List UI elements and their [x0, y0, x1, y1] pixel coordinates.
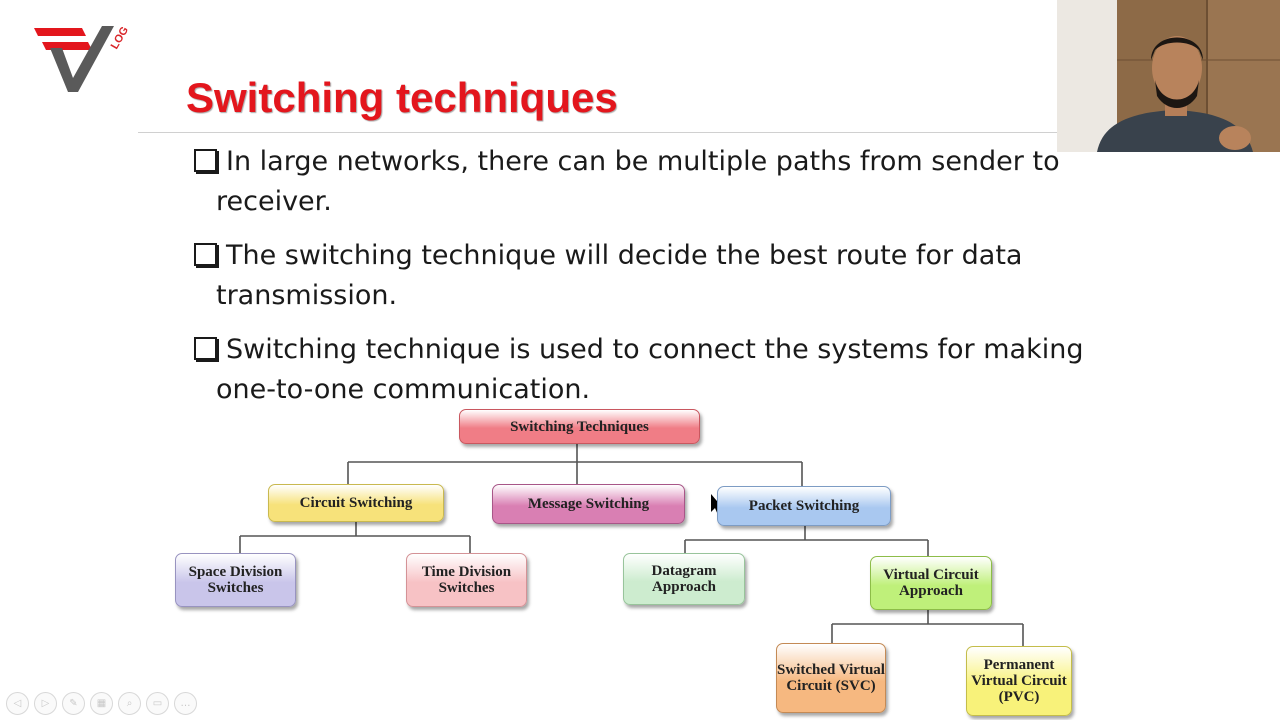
slides-icon[interactable]: ▦: [90, 692, 113, 715]
more-icon[interactable]: …: [174, 692, 197, 715]
node-circuit-switching: Circuit Switching: [268, 484, 444, 522]
node-virtual-circuit-approach: Virtual Circuit Approach: [870, 556, 992, 610]
node-switched-virtual-circuit: Switched Virtual Circuit (SVC): [776, 643, 886, 713]
slide-title: Switching techniques: [186, 74, 618, 121]
bullet-line: one-to-one communication.: [216, 374, 591, 405]
node-switching-techniques: Switching Techniques: [459, 409, 700, 444]
bullet-line: In large networks, there can be multiple…: [226, 146, 1060, 177]
presenter-video-icon: [1057, 0, 1280, 152]
bullet-item: The switching technique will decide the …: [192, 236, 1192, 316]
presenter-webcam: [1057, 0, 1280, 152]
next-icon[interactable]: ▷: [34, 692, 57, 715]
subtitle-icon[interactable]: ▭: [146, 692, 169, 715]
bullet-line: Switching technique is used to connect t…: [226, 334, 1084, 365]
checkbox-bullet-icon: [194, 337, 217, 360]
brand-logo: [30, 22, 140, 97]
cursor-icon: [711, 494, 722, 515]
node-time-division-switches: Time Division Switches: [406, 553, 527, 607]
presentation-toolbar: ◁ ▷ ✎ ▦ ⌕ ▭ …: [6, 692, 197, 715]
node-packet-switching: Packet Switching: [717, 486, 891, 526]
checkbox-bullet-icon: [194, 243, 217, 266]
bullet-line: The switching technique will decide the …: [226, 240, 1023, 271]
bullet-item: Switching technique is used to connect t…: [192, 330, 1192, 410]
node-permanent-virtual-circuit: Permanent Virtual Circuit (PVC): [966, 646, 1072, 716]
checkbox-bullet-icon: [194, 149, 217, 172]
pen-icon[interactable]: ✎: [62, 692, 85, 715]
node-message-switching: Message Switching: [492, 484, 685, 524]
title-divider: [138, 132, 1058, 133]
logo-check-icon: [34, 26, 114, 92]
bullet-item: In large networks, there can be multiple…: [192, 142, 1192, 222]
zoom-icon[interactable]: ⌕: [118, 692, 141, 715]
bullet-list: In large networks, there can be multiple…: [192, 142, 1192, 424]
node-space-division-switches: Space Division Switches: [175, 553, 296, 607]
node-datagram-approach: Datagram Approach: [623, 553, 745, 605]
bullet-line: transmission.: [216, 280, 398, 311]
bullet-line: receiver.: [216, 186, 332, 217]
prev-icon[interactable]: ◁: [6, 692, 29, 715]
